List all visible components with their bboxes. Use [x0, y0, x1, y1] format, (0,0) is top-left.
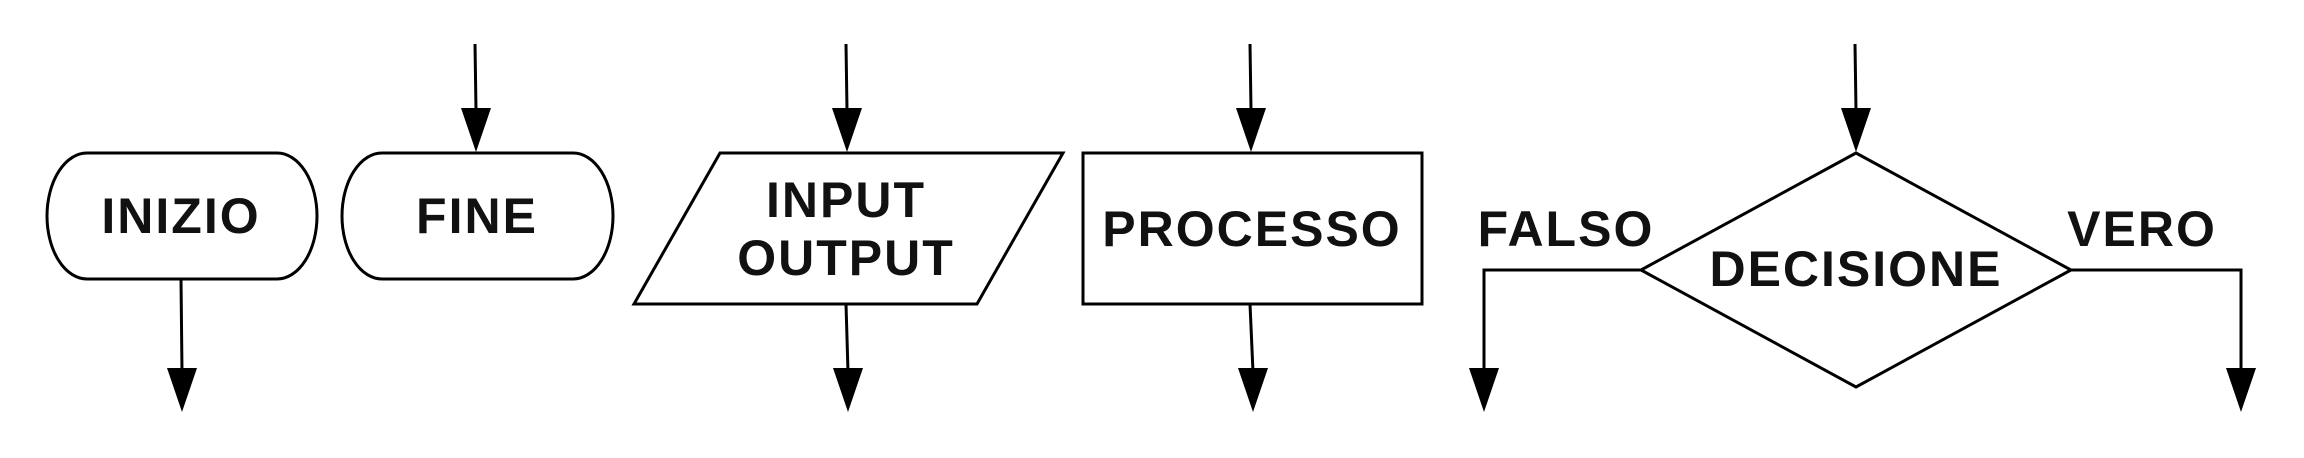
process-out-arrowhead [1238, 368, 1268, 412]
io-in-connector [844, 43, 849, 111]
start-arrowhead [167, 368, 197, 412]
decision-block: DECISIONE FALSO VERO [1469, 43, 2256, 412]
end-terminator-shape [340, 151, 615, 281]
true-branch-connector [2071, 268, 2243, 372]
io-label-line2: OUTPUT [737, 230, 955, 286]
end-arrowhead [461, 108, 491, 152]
start-terminator-shape [45, 151, 319, 281]
io-out-connector [844, 303, 850, 373]
process-out-connector [1248, 303, 1255, 373]
io-in-arrowhead [832, 108, 862, 152]
end-label: FINE [416, 188, 538, 244]
process-label: PROCESSO [1102, 201, 1401, 257]
process-rectangle [1081, 151, 1424, 306]
decision-label: DECISIONE [1709, 241, 2002, 297]
start-label: INIZIO [101, 188, 260, 244]
io-label-line1: INPUT [766, 172, 926, 228]
process-block: PROCESSO [1081, 43, 1424, 412]
io-parallelogram [631, 151, 1066, 306]
true-branch-arrowhead [2226, 368, 2256, 412]
decision-in-connector [1853, 43, 1858, 111]
end-connector [473, 43, 478, 111]
start-terminator: INIZIO [45, 151, 319, 412]
start-connector [179, 278, 184, 373]
process-in-arrowhead [1236, 108, 1266, 152]
input-output-block: INPUT OUTPUT [631, 43, 1066, 412]
false-branch-connector [1482, 268, 1641, 372]
true-branch-label: VERO [2067, 201, 2217, 257]
end-terminator: FINE [340, 43, 615, 281]
io-out-arrowhead [833, 368, 863, 412]
false-branch-label: FALSO [1478, 201, 1655, 257]
false-branch-arrowhead [1469, 368, 1499, 412]
process-in-connector [1248, 43, 1253, 111]
decision-diamond [1637, 151, 2075, 389]
decision-in-arrowhead [1841, 108, 1871, 152]
